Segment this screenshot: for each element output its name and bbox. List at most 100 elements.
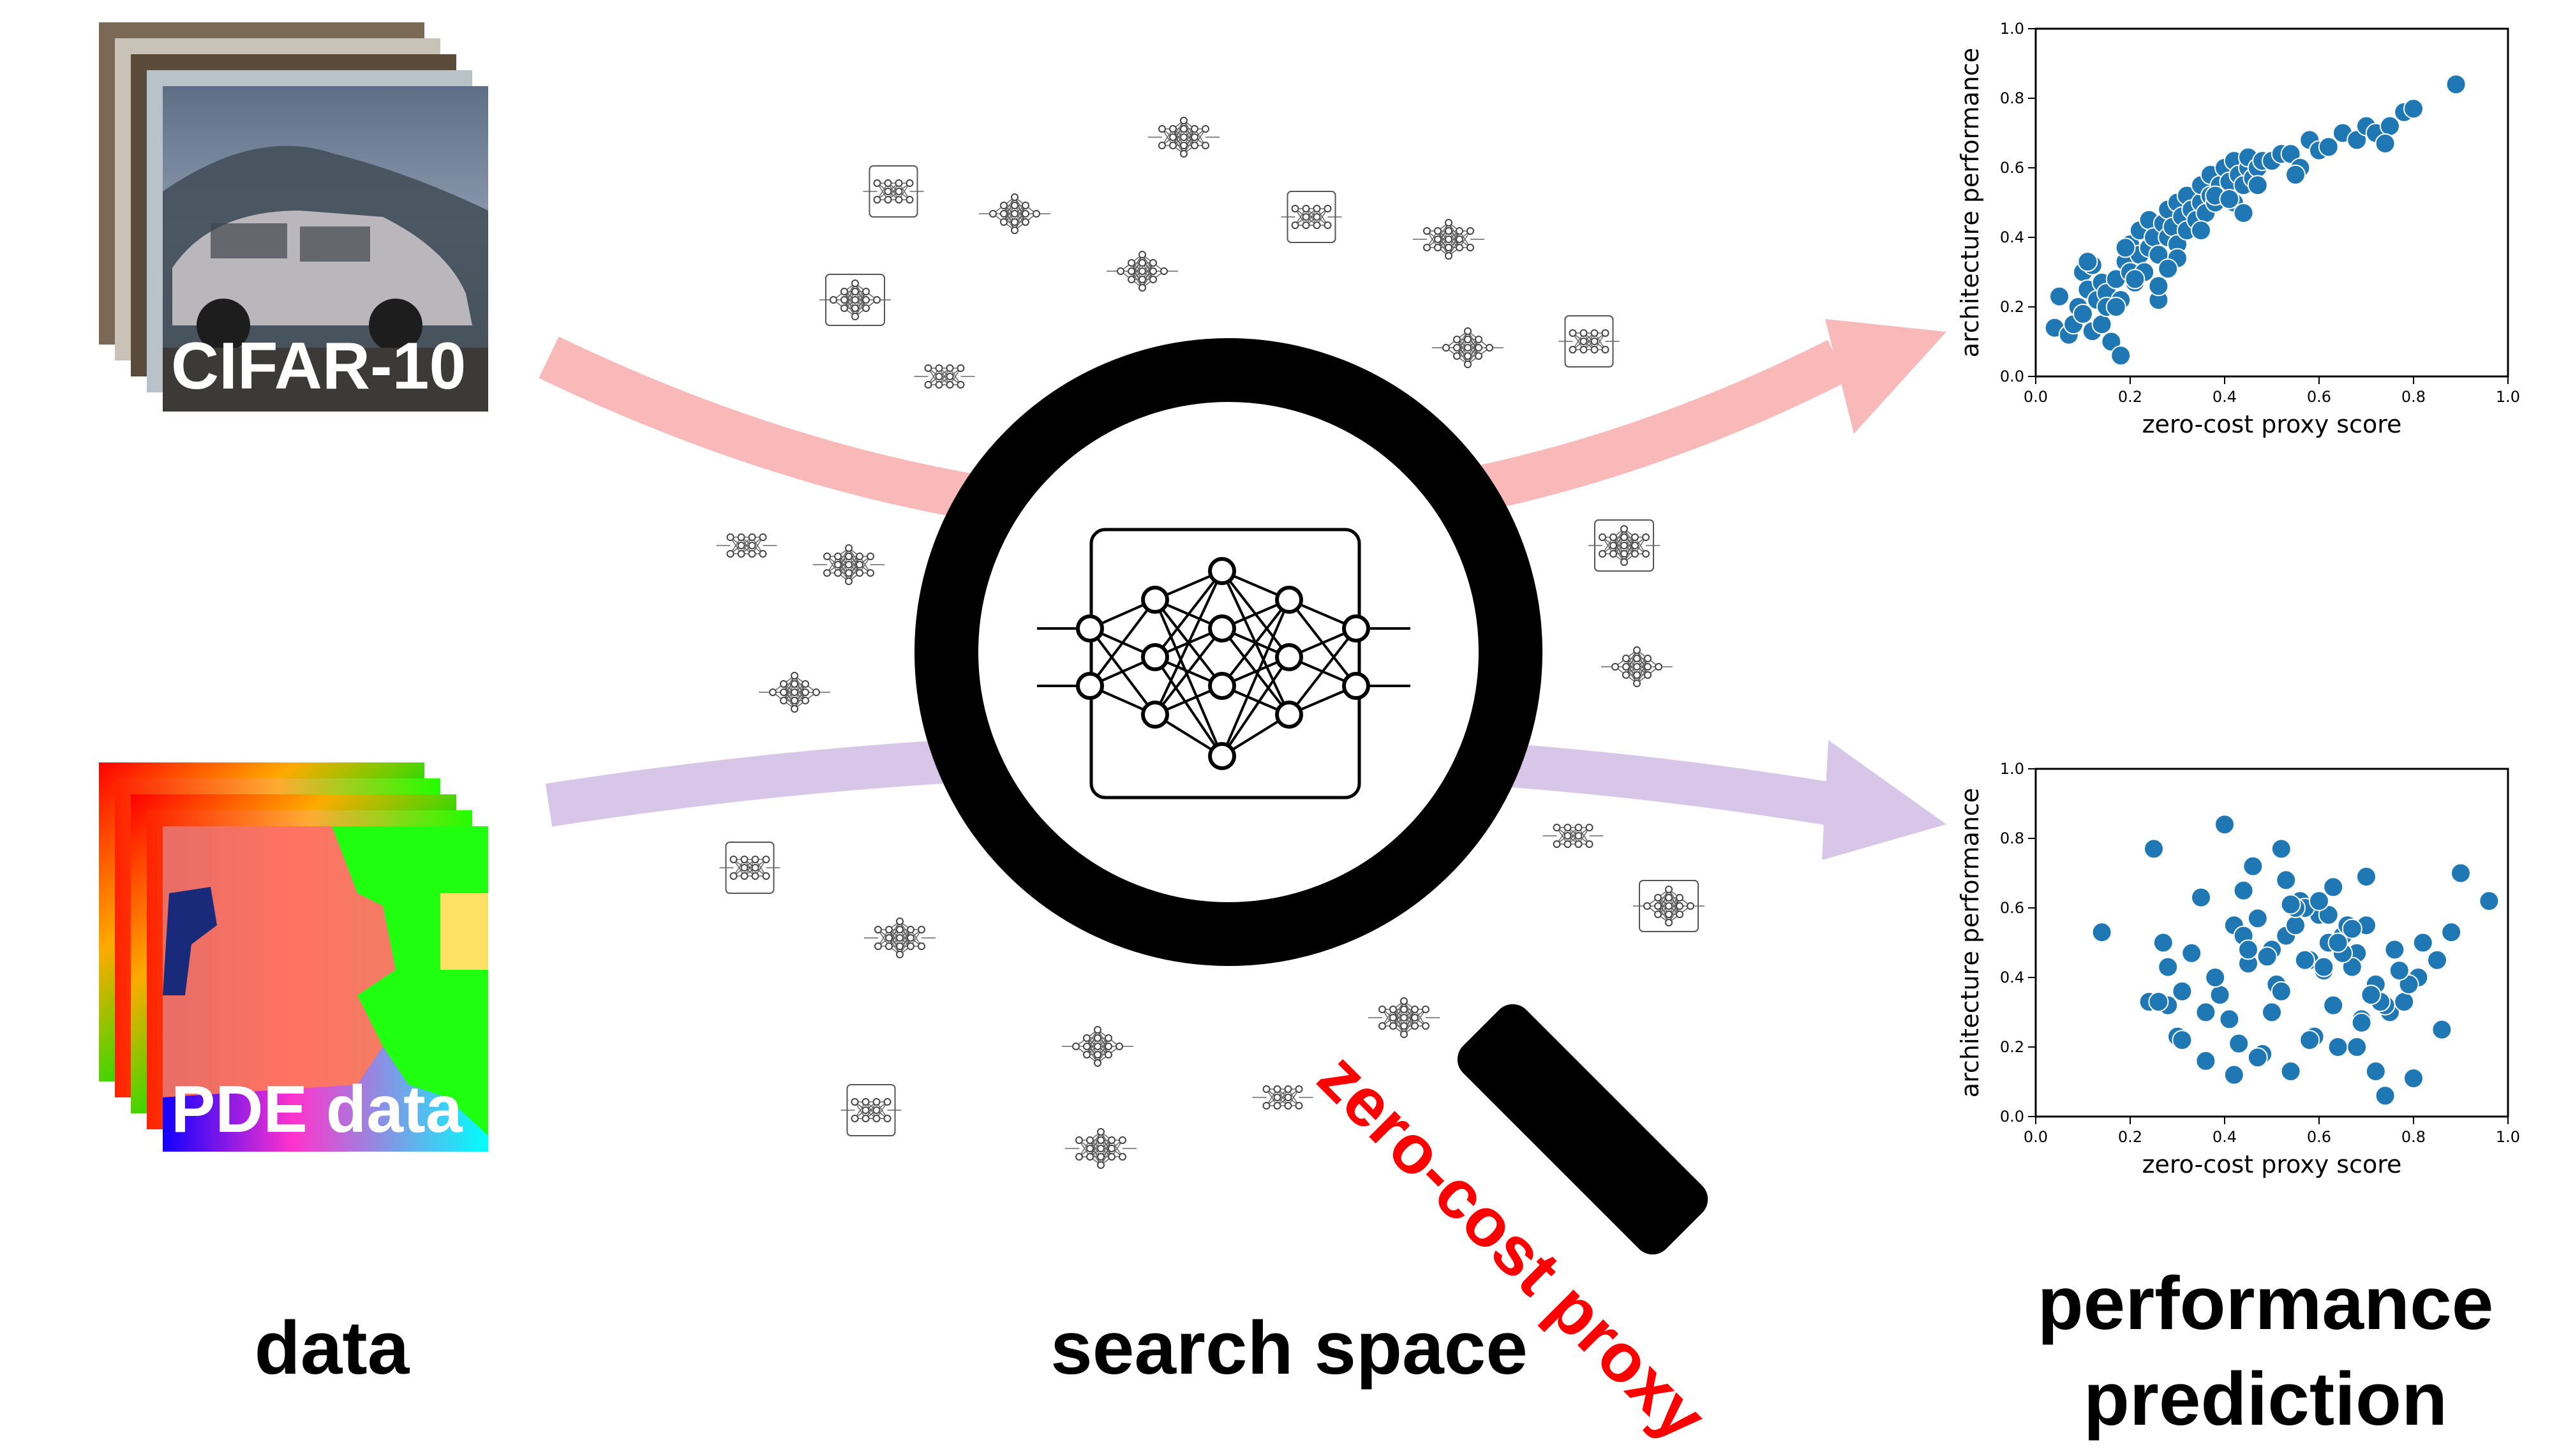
y-tick-label: 0.0 xyxy=(2000,368,2024,385)
architecture-icon xyxy=(1107,251,1178,292)
scatter-point xyxy=(2247,908,2268,929)
network-node xyxy=(1141,586,1169,614)
architecture-icon xyxy=(1558,315,1620,368)
arrow-icon xyxy=(1822,740,1946,860)
architecture-icon xyxy=(1633,880,1705,932)
architecture-icon xyxy=(840,1084,902,1136)
network-node xyxy=(1208,614,1236,643)
scatter-point xyxy=(2375,133,2396,154)
scatter-point xyxy=(2262,1002,2282,1023)
scatter-point xyxy=(2191,220,2211,241)
scatter-point xyxy=(2195,1050,2216,1071)
scatter-point xyxy=(2049,286,2070,307)
scatter-point xyxy=(2351,1012,2372,1033)
scatter-point xyxy=(2219,189,2240,210)
arrow-icon xyxy=(1825,319,1946,434)
pde-field-stack xyxy=(99,762,488,1152)
cifar-image-stack xyxy=(99,22,488,412)
network-node xyxy=(1141,643,1169,671)
scatter-point xyxy=(2172,1030,2193,1051)
scatter-point xyxy=(2403,1068,2424,1089)
architecture-icon xyxy=(1252,1085,1313,1110)
scatter-point xyxy=(2271,981,2292,1002)
scatter-point xyxy=(2247,175,2268,196)
scatter-point xyxy=(2280,144,2301,165)
y-tick-label: 0.0 xyxy=(2000,1108,2024,1125)
y-tick-label: 0.2 xyxy=(2000,1038,2024,1056)
scatter-point xyxy=(2124,269,2145,290)
architecture-icon xyxy=(1542,824,1604,848)
scatter-point xyxy=(2191,887,2211,908)
plot-frame xyxy=(2034,27,2509,378)
architecture-icon xyxy=(813,544,884,585)
scatter-point xyxy=(2347,1037,2368,1057)
scatter-point xyxy=(2380,115,2400,137)
architecture-icon xyxy=(719,842,780,894)
y-tick-label: 0.6 xyxy=(2000,159,2024,177)
y-tick-label: 0.8 xyxy=(2000,829,2024,847)
scatter-point xyxy=(2318,137,2339,158)
scatter-point xyxy=(2110,345,2131,366)
scatter-point xyxy=(2389,960,2410,981)
scatter-point xyxy=(2158,956,2179,977)
scatter-point xyxy=(2398,974,2419,995)
x-axis-label: zero-cost proxy score xyxy=(2142,1150,2402,1178)
x-tick-label: 0.8 xyxy=(2401,1128,2426,1146)
scatter-point xyxy=(2323,995,2344,1016)
scatter-point xyxy=(2441,922,2462,943)
scatter-point xyxy=(2323,877,2344,898)
network-node xyxy=(1076,672,1104,700)
scatter-point xyxy=(2285,164,2306,185)
scatter-point xyxy=(2327,1037,2348,1057)
scatter-point xyxy=(2327,932,2348,953)
cifar-label: CIFAR-10 xyxy=(171,329,466,403)
scatter-point xyxy=(2271,838,2292,859)
architecture-icon xyxy=(1148,117,1220,158)
scatter-point xyxy=(2257,946,2278,967)
scatter-point xyxy=(2233,880,2254,901)
pde-field-image xyxy=(163,826,488,1152)
scatter-point xyxy=(2148,276,2169,297)
architecture-icon xyxy=(1368,997,1440,1038)
y-axis-label: architecture performance xyxy=(1956,48,1984,357)
scatter-point xyxy=(2341,956,2362,977)
x-tick-label: 0.6 xyxy=(2307,388,2331,406)
scatter-point xyxy=(2153,932,2174,953)
scatter-point xyxy=(2384,939,2405,960)
magnifier-icon xyxy=(914,338,1708,1255)
scatter-point xyxy=(2101,331,2122,352)
architecture-icon xyxy=(1062,1026,1133,1067)
network-node xyxy=(1275,586,1303,614)
scatter-point xyxy=(2318,904,2339,925)
scatter-point xyxy=(2115,237,2136,258)
architecture-icon xyxy=(863,165,924,218)
scatter-point xyxy=(2341,918,2362,939)
y-tick-label: 0.6 xyxy=(2000,899,2024,917)
architecture-icon xyxy=(914,364,975,389)
architecture-icon xyxy=(979,193,1050,234)
y-tick-label: 0.4 xyxy=(2000,228,2024,246)
scatter-point xyxy=(2158,258,2179,279)
x-tick-label: 0.4 xyxy=(2212,1128,2237,1146)
architecture-icon xyxy=(1065,1128,1137,1169)
y-tick-label: 1.0 xyxy=(2000,20,2024,38)
scatter-point xyxy=(2280,1061,2301,1082)
y-tick-label: 1.0 xyxy=(2000,760,2024,778)
architecture-icon xyxy=(819,274,891,326)
scatter-point xyxy=(2233,202,2254,223)
network-node xyxy=(1342,614,1370,643)
network-node xyxy=(1208,557,1236,585)
architecture-icon xyxy=(1413,219,1484,260)
scatter-point xyxy=(2347,130,2368,151)
y-tick-label: 0.2 xyxy=(2000,298,2024,316)
x-tick-label: 0.0 xyxy=(2024,388,2048,406)
scatter-point xyxy=(2195,1002,2216,1023)
scatter-point xyxy=(2412,932,2433,953)
scatter-point xyxy=(2238,939,2258,960)
scatter-point xyxy=(2223,1064,2244,1085)
scatter-point xyxy=(2285,915,2306,936)
y-tick-label: 0.4 xyxy=(2000,969,2024,986)
y-tick-label: 0.8 xyxy=(2000,89,2024,107)
network-node xyxy=(1275,643,1303,671)
